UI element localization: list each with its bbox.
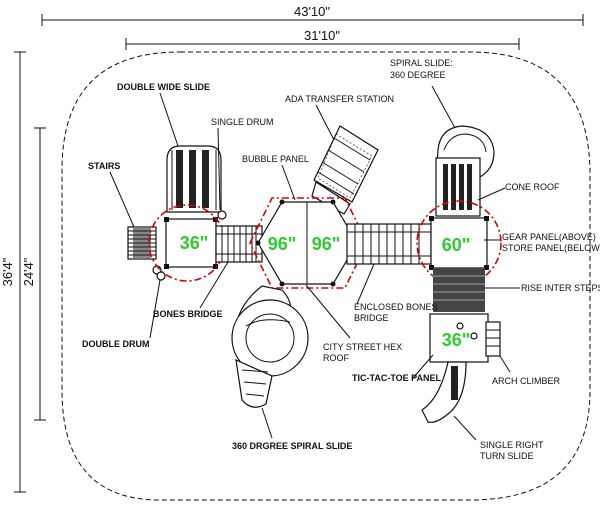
label-cone-roof: CONE ROOF	[505, 182, 560, 192]
center-hex-deck: 96" 96"	[255, 199, 360, 287]
label-bones-bridge: BONES BRIDGE	[153, 309, 223, 319]
leader-lines	[109, 85, 520, 441]
label-double-wide-slide: DOUBLE WIDE SLIDE	[117, 82, 210, 92]
lower-deck: 36"	[429, 313, 489, 363]
overall-width-dimension: 43'10"	[41, 4, 584, 26]
overall-depth-dimension: 36'4"	[0, 51, 26, 493]
inner-width-dimension: 31'10"	[125, 28, 520, 50]
label-single-right-line1: SINGLE RIGHT	[480, 440, 544, 450]
inner-depth-label: 24'4"	[21, 257, 36, 286]
double-wide-slide	[166, 145, 222, 213]
overall-width-label: 43'10"	[294, 4, 330, 19]
single-right-turn-slide	[421, 361, 467, 423]
label-stairs: STAIRS	[88, 161, 120, 171]
right-deck-size: 60"	[442, 235, 471, 255]
label-360-spiral-slide: 360 DRGREE SPIRAL SLIDE	[232, 441, 352, 451]
enclosed-bones-bridge	[346, 223, 432, 265]
label-ada-transfer-station: ADA TRANSFER STATION	[285, 94, 394, 104]
label-gear-panel: GEAR PANEL(ABOVE)	[502, 232, 596, 242]
left-deck-size: 36"	[180, 233, 209, 253]
lower-deck-size: 36"	[442, 330, 471, 350]
label-tic-tac-toe-panel: TIC-TAC-TOE PANEL	[352, 373, 441, 383]
single-drum	[217, 210, 227, 220]
left-deck: 36"	[164, 217, 218, 269]
inner-width-label: 31'10"	[304, 28, 340, 43]
center-left-deck-size: 96"	[268, 234, 297, 254]
label-single-right-line2: TURN SLIDE	[480, 451, 534, 461]
right-deck: 60"	[429, 216, 489, 270]
use-zone-boundary	[61, 51, 591, 501]
bones-bridge	[215, 225, 263, 263]
label-arch-climber: ARCH CLIMBER	[492, 376, 561, 386]
label-bubble-panel: BUBBLE PANEL	[242, 154, 309, 164]
spiral-slide-360-left	[231, 285, 309, 408]
label-double-drum: DOUBLE DRUM	[82, 339, 150, 349]
center-right-deck-size: 96"	[312, 234, 341, 254]
spiral-slide-360-right	[435, 125, 495, 217]
label-single-drum: SINGLE DRUM	[211, 117, 274, 127]
label-enclosed-bones-line2: BRIDGE	[354, 313, 389, 323]
label-spiral-slide-line1: SPIRAL SLIDE:	[390, 58, 453, 68]
label-city-street-line2: ROOF	[323, 353, 350, 363]
label-enclosed-bones-line1: ENCLOSED BONES	[354, 302, 438, 312]
arch-climber	[485, 321, 501, 357]
label-spiral-slide-line2: 360 DEGREE	[390, 70, 446, 80]
ada-transfer-station	[311, 125, 379, 215]
label-city-street-line1: CITY STREET HEX	[323, 342, 402, 352]
label-rise-inter-steps: RISE INTER STEPS	[521, 283, 600, 293]
rise-inter-steps	[433, 268, 485, 312]
overall-depth-label: 36'4"	[0, 257, 15, 286]
label-store-panel: STORE PANEL(BELOW)	[502, 243, 600, 253]
stairs	[127, 226, 157, 260]
inner-depth-dimension: 24'4"	[21, 127, 46, 421]
